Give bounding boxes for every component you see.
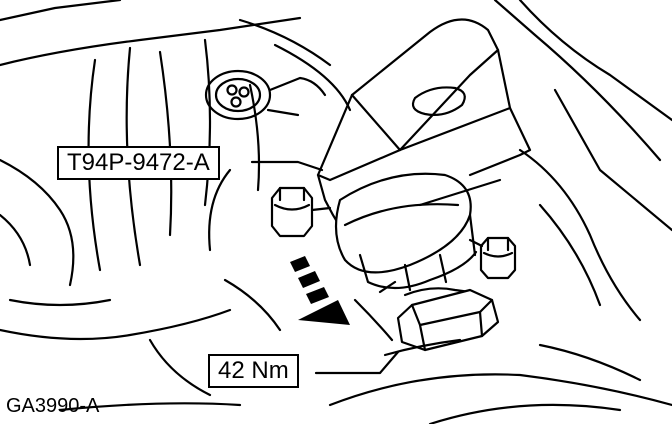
mounting-bolt-right [468, 236, 517, 280]
callout-leader-lines [250, 160, 400, 375]
torque-spec-callout: 42 Nm [208, 354, 299, 388]
plug-fitting [204, 69, 327, 121]
crankshaft-nut [383, 253, 500, 357]
direction-arrow [290, 256, 350, 325]
mounting-bolt-left [270, 186, 332, 238]
tool-number-callout: T94P-9472-A [57, 146, 220, 180]
figure-id-label: GA3990-A [6, 395, 100, 417]
special-tool [316, 18, 532, 294]
